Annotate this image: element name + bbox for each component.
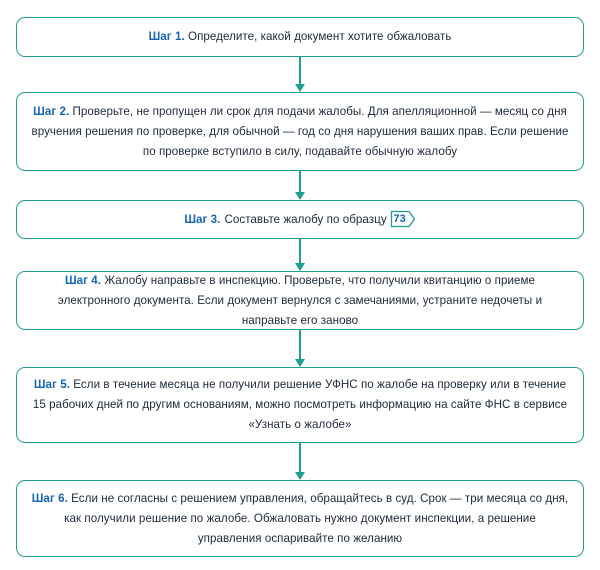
step-5-description: Если в течение месяца не получили решени… bbox=[32, 378, 568, 431]
connector-2-3 bbox=[299, 171, 301, 192]
arrow-down-icon bbox=[295, 359, 305, 367]
connector-1-2 bbox=[299, 57, 301, 84]
connector-4-5 bbox=[299, 330, 301, 359]
step-2-box: Шаг 2. Проверьте, не пропущен ли срок дл… bbox=[16, 92, 584, 171]
page-reference-badge[interactable]: 73 bbox=[390, 210, 416, 228]
connector-5-6 bbox=[299, 443, 301, 472]
arrow-down-icon bbox=[295, 472, 305, 480]
step-4-label: Шаг 4. bbox=[64, 273, 102, 287]
step-5-text: Шаг 5. Если в течение месяца не получили… bbox=[31, 375, 569, 435]
step-4-description: Жалобу направьте в инспекцию. Проверьте,… bbox=[57, 273, 543, 327]
step-5-label: Шаг 5. bbox=[33, 378, 70, 391]
arrow-down-icon bbox=[295, 192, 305, 200]
step-2-description: Проверьте, не пропущен ли срок для подач… bbox=[31, 104, 569, 158]
step-3-label: Шаг 3. bbox=[184, 212, 221, 226]
step-1-label: Шаг 1. bbox=[148, 30, 185, 43]
step-6-box: Шаг 6. Если не согласны с решением управ… bbox=[16, 480, 584, 557]
step-2-label: Шаг 2. bbox=[33, 104, 70, 118]
step-3-text: Шаг 3. Составьте жалобу по образцу 73 bbox=[184, 210, 415, 230]
step-6-label: Шаг 6. bbox=[31, 491, 68, 505]
step-3-box: Шаг 3. Составьте жалобу по образцу 73 bbox=[16, 200, 584, 239]
connector-3-4 bbox=[299, 239, 301, 263]
page-reference-number: 73 bbox=[393, 212, 406, 225]
step-1-box: Шаг 1. Определите, какой документ хотите… bbox=[16, 17, 584, 57]
step-3-description: Составьте жалобу по образцу bbox=[224, 212, 387, 226]
step-6-description: Если не согласны с решением управления, … bbox=[64, 491, 569, 545]
step-1-text: Шаг 1. Определите, какой документ хотите… bbox=[149, 27, 452, 47]
step-4-text: Шаг 4. Жалобу направьте в инспекцию. Про… bbox=[31, 271, 569, 331]
arrow-down-icon bbox=[295, 84, 305, 92]
step-2-text: Шаг 2. Проверьте, не пропущен ли срок дл… bbox=[31, 102, 569, 162]
page-ref-tag-icon bbox=[390, 210, 415, 227]
step-4-box: Шаг 4. Жалобу направьте в инспекцию. Про… bbox=[16, 271, 584, 330]
step-6-text: Шаг 6. Если не согласны с решением управ… bbox=[31, 489, 569, 549]
step-1-description: Определите, какой документ хотите обжало… bbox=[188, 30, 452, 43]
step-5-box: Шаг 5. Если в течение месяца не получили… bbox=[16, 367, 584, 443]
arrow-down-icon bbox=[295, 263, 305, 271]
